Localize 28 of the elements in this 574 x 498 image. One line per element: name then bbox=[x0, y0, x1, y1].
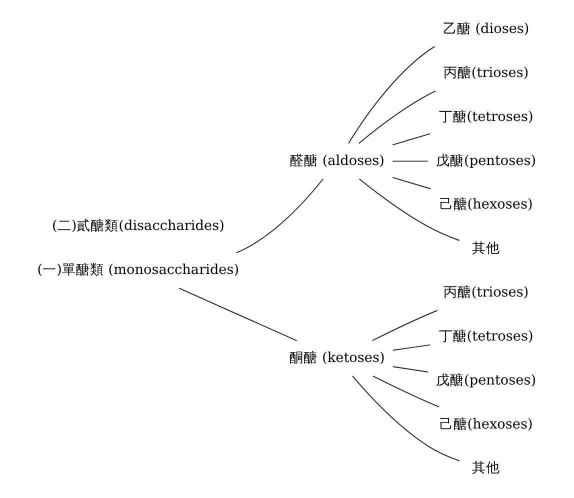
node-text: 丁醣(tetroses) bbox=[438, 328, 534, 344]
node-text: 酮醣 (ketoses) bbox=[290, 350, 385, 366]
connector bbox=[392, 160, 428, 162]
node-text: 己醣(hexoses) bbox=[439, 416, 533, 432]
connector bbox=[236, 178, 324, 254]
connector bbox=[372, 376, 440, 408]
node-text: 丙醣(trioses) bbox=[443, 64, 529, 81]
connector bbox=[358, 90, 436, 144]
node-text: 己醣(hexoses) bbox=[439, 196, 533, 213]
node-text: 醛醣 (aldoses) bbox=[290, 152, 384, 169]
node-text: 戊醣(pentoses) bbox=[436, 372, 536, 388]
connector bbox=[372, 310, 438, 342]
node-text: 丙醣(trioses) bbox=[443, 284, 529, 301]
node-text: (二)貳醣類(disaccharides) bbox=[52, 218, 224, 234]
connector bbox=[392, 133, 431, 146]
node-text: 乙醣 (dioses) bbox=[442, 21, 530, 38]
node-text: 其他 bbox=[472, 240, 500, 257]
connector bbox=[358, 178, 460, 241]
node-text: 丁醣(tetroses) bbox=[438, 108, 534, 125]
node-text: 其他 bbox=[472, 460, 500, 476]
connector bbox=[352, 375, 460, 462]
connector bbox=[392, 366, 428, 372]
node-text: 戊醣(pentoses) bbox=[436, 152, 536, 169]
node-text: (一)單醣類 (monosaccharides) bbox=[37, 262, 240, 278]
connector bbox=[348, 46, 436, 144]
connector bbox=[392, 344, 431, 351]
connector bbox=[392, 176, 432, 190]
connector bbox=[178, 288, 298, 342]
